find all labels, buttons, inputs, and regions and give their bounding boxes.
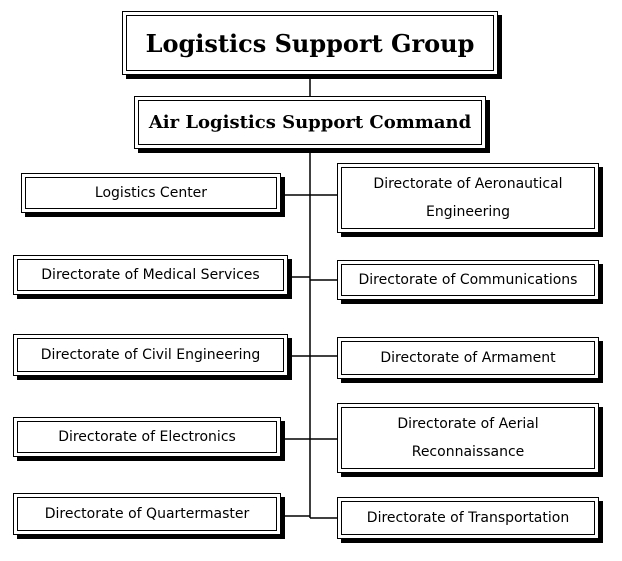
unit-label: Directorate of Transportation: [341, 501, 595, 535]
quartermaster-box: Directorate of Quartermaster: [13, 493, 281, 535]
civil-engineering-box: Directorate of Civil Engineering: [13, 334, 288, 376]
unit-label: Directorate of Aeronautical Engineering: [341, 167, 595, 229]
logistics-support-group-label: Logistics Support Group: [126, 15, 494, 71]
unit-label: Directorate of Communications: [341, 264, 595, 296]
electronics-box: Directorate of Electronics: [13, 417, 281, 457]
aerial-reconnaissance-box: Directorate of Aerial Reconnaissance: [337, 403, 599, 473]
medical-services-box: Directorate of Medical Services: [13, 255, 288, 295]
air-logistics-support-command-label: Air Logistics Support Command: [138, 100, 482, 145]
armament-box: Directorate of Armament: [337, 337, 599, 379]
logistics-support-group-box: Logistics Support Group: [122, 11, 498, 75]
unit-label: Directorate of Quartermaster: [17, 497, 277, 531]
transportation-box: Directorate of Transportation: [337, 497, 599, 539]
aeronautical-engineering-box: Directorate of Aeronautical Engineering: [337, 163, 599, 233]
unit-label: Logistics Center: [25, 177, 277, 209]
unit-label: Directorate of Armament: [341, 341, 595, 375]
unit-label: Directorate of Electronics: [17, 421, 277, 453]
unit-label: Directorate of Civil Engineering: [17, 338, 284, 372]
unit-label: Directorate of Medical Services: [17, 259, 284, 291]
unit-label: Directorate of Aerial Reconnaissance: [341, 407, 595, 469]
logistics-center-box: Logistics Center: [21, 173, 281, 213]
air-logistics-support-command-box: Air Logistics Support Command: [134, 96, 486, 149]
communications-box: Directorate of Communications: [337, 260, 599, 300]
